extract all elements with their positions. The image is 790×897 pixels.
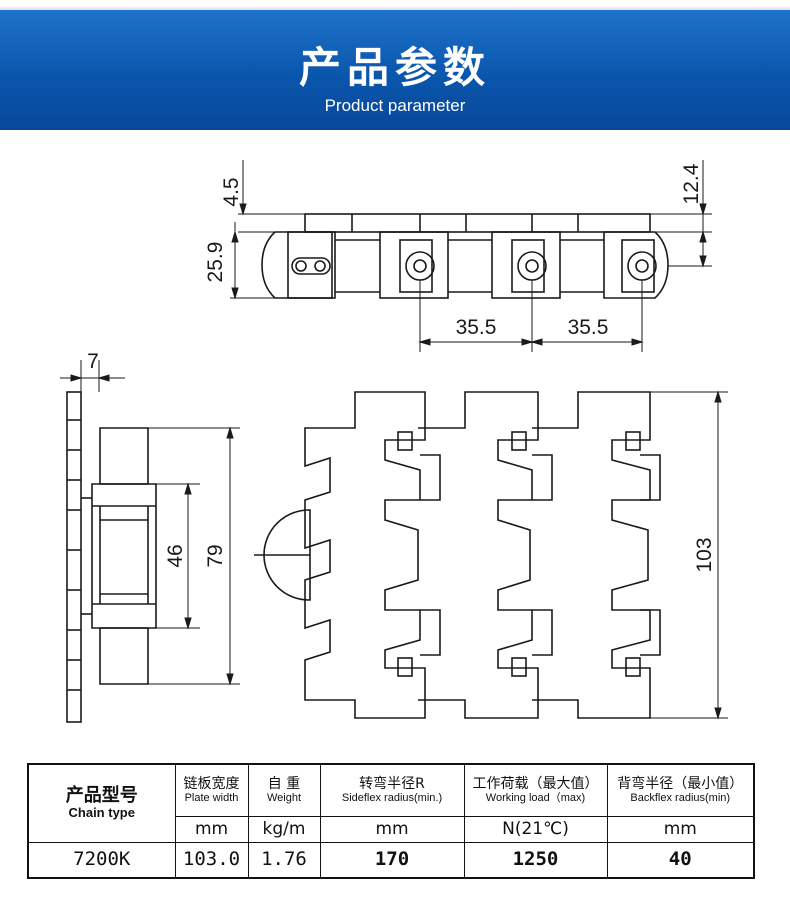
header-weight: 自 重 Weight <box>247 763 321 817</box>
header-banner: 产品参数 Product parameter <box>0 10 790 130</box>
cell-chain-type: 7200K <box>27 841 176 879</box>
header-backflex-radius: 背弯半径（最小值） Backflex radius(min) <box>606 763 755 817</box>
spec-table: 产品型号 Chain type 链板宽度 Plate width 自 重 Wei… <box>27 763 755 879</box>
dim-height-text: 25.9 <box>204 242 227 283</box>
header-sideflex-radius: 转弯半径R Sideflex radius(min.) <box>319 763 465 817</box>
cell-weight: 1.76 <box>247 841 321 879</box>
chain-plan-view <box>254 391 661 719</box>
dim-outer-text: 79 <box>204 544 227 567</box>
table-unit-row: mm kg/m mm N(21℃) mm <box>28 815 755 843</box>
cell-sideflex-radius: 170 <box>319 841 465 879</box>
dim-total-text: 103 <box>693 537 716 572</box>
unit-sideflex-radius: mm <box>319 815 465 843</box>
technical-drawing: 4.5 12.4 25.9 35.5 35.5 7 46 79 103 <box>60 160 728 723</box>
dim-top-text: 4.5 <box>220 177 243 206</box>
cell-working-load: 1250 <box>463 841 608 879</box>
page-title: 产品参数 <box>298 43 491 92</box>
unit-plate-width: mm <box>174 815 249 843</box>
chain-side-view <box>66 391 157 723</box>
dim-width-text: 7 <box>87 350 99 373</box>
top-view-dimensions <box>230 160 712 352</box>
side-view-dimensions <box>60 360 240 686</box>
dim-inner-text: 46 <box>164 544 187 567</box>
chain-top-view <box>261 213 669 299</box>
unit-working-load: N(21℃) <box>463 815 608 843</box>
table-row: 7200K 103.0 1.76 170 1250 40 <box>27 841 755 879</box>
header-chain-type: 产品型号 Chain type <box>27 763 176 843</box>
pitch-left-text: 35.5 <box>456 316 497 339</box>
pitch-right-text: 35.5 <box>568 316 609 339</box>
cell-plate-width: 103.0 <box>174 841 249 879</box>
header-plate-width: 链板宽度 Plate width <box>174 763 249 817</box>
cell-backflex-radius: 40 <box>606 841 755 879</box>
banner-top-edge <box>0 0 790 10</box>
plan-view-dimensions <box>650 390 728 720</box>
unit-weight: kg/m <box>247 815 321 843</box>
header-working-load: 工作荷载（最大值） Working load（max) <box>463 763 608 817</box>
table-header-row: 产品型号 Chain type 链板宽度 Plate width 自 重 Wei… <box>27 763 755 843</box>
dim-right-text: 12.4 <box>680 163 703 204</box>
unit-backflex-radius: mm <box>606 815 755 843</box>
page-subtitle: Product parameter <box>324 96 466 115</box>
